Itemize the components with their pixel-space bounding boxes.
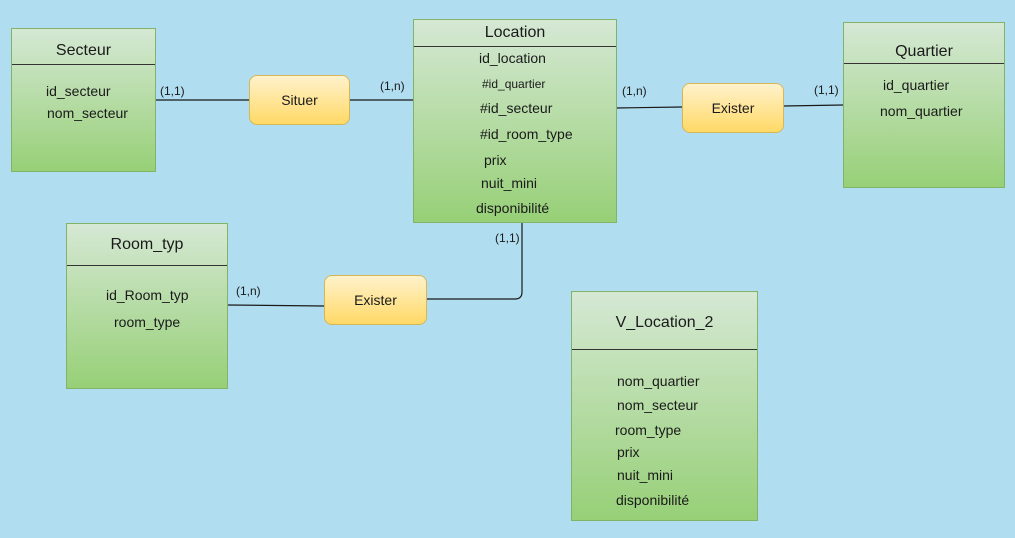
attribute-disponibilite: disponibilité <box>616 492 690 508</box>
cardinality-location-exister: (1,n) <box>622 84 647 98</box>
entity-v-location-2[interactable]: V_Location_2 nom_quartier nom_secteur ro… <box>571 291 758 521</box>
attribute-prix: prix <box>617 444 640 460</box>
entity-location-title: Location <box>414 20 616 47</box>
attribute-disponibilite: disponibilité <box>476 200 550 216</box>
attribute-id-room-type-fk: #id_room_type <box>480 126 573 142</box>
attribute-id-secteur: id_secteur <box>46 83 111 99</box>
attribute-id-secteur-fk: #id_secteur <box>480 100 553 116</box>
entity-room-typ-title: Room_typ <box>67 224 227 266</box>
entity-secteur-title: Secteur <box>12 29 155 65</box>
connector-exister-roomtyp <box>227 304 325 307</box>
entity-v-location-2-title: V_Location_2 <box>572 292 757 350</box>
attribute-id-quartier: id_quartier <box>883 77 950 93</box>
attribute-nom-quartier: nom_quartier <box>617 373 700 389</box>
entity-room-typ[interactable]: Room_typ id_Room_typ room_type <box>66 223 228 389</box>
attribute-nuit-mini: nuit_mini <box>481 175 538 191</box>
attribute-nom-secteur: nom_secteur <box>617 397 698 413</box>
attribute-id-room-typ: id_Room_typ <box>106 287 189 303</box>
attribute-prix: prix <box>484 152 507 168</box>
attribute-nom-secteur: nom_secteur <box>47 105 128 121</box>
connector-exister-quartier <box>782 104 844 107</box>
cardinality-secteur-situer: (1,1) <box>160 84 185 98</box>
connector-location-exister <box>615 106 683 109</box>
cardinality-location-situer: (1,n) <box>380 79 405 93</box>
connector-location-exister-room <box>426 223 523 300</box>
attribute-nuit-mini: nuit_mini <box>617 467 674 483</box>
attribute-room-type: room_type <box>615 422 682 438</box>
attribute-id-quartier-fk: #id_quartier <box>482 77 546 91</box>
cardinality-location-room: (1,1) <box>495 231 520 245</box>
cardinality-quartier-exister: (1,1) <box>814 83 839 97</box>
cardinality-room-exister: (1,n) <box>236 284 261 298</box>
association-situer[interactable]: Situer <box>249 75 350 125</box>
attribute-id-location: id_location <box>479 50 546 66</box>
entity-quartier-title: Quartier <box>844 23 1004 64</box>
association-exister-room[interactable]: Exister <box>324 275 427 325</box>
attribute-nom-quartier: nom_quartier <box>880 103 963 119</box>
entity-quartier[interactable]: Quartier id_quartier nom_quartier <box>843 22 1005 188</box>
entity-secteur[interactable]: Secteur id_secteur nom_secteur <box>11 28 156 172</box>
association-exister-quartier[interactable]: Exister <box>682 83 784 133</box>
entity-location[interactable]: Location id_location #id_quartier #id_se… <box>413 19 617 223</box>
attribute-room-type: room_type <box>114 314 181 330</box>
